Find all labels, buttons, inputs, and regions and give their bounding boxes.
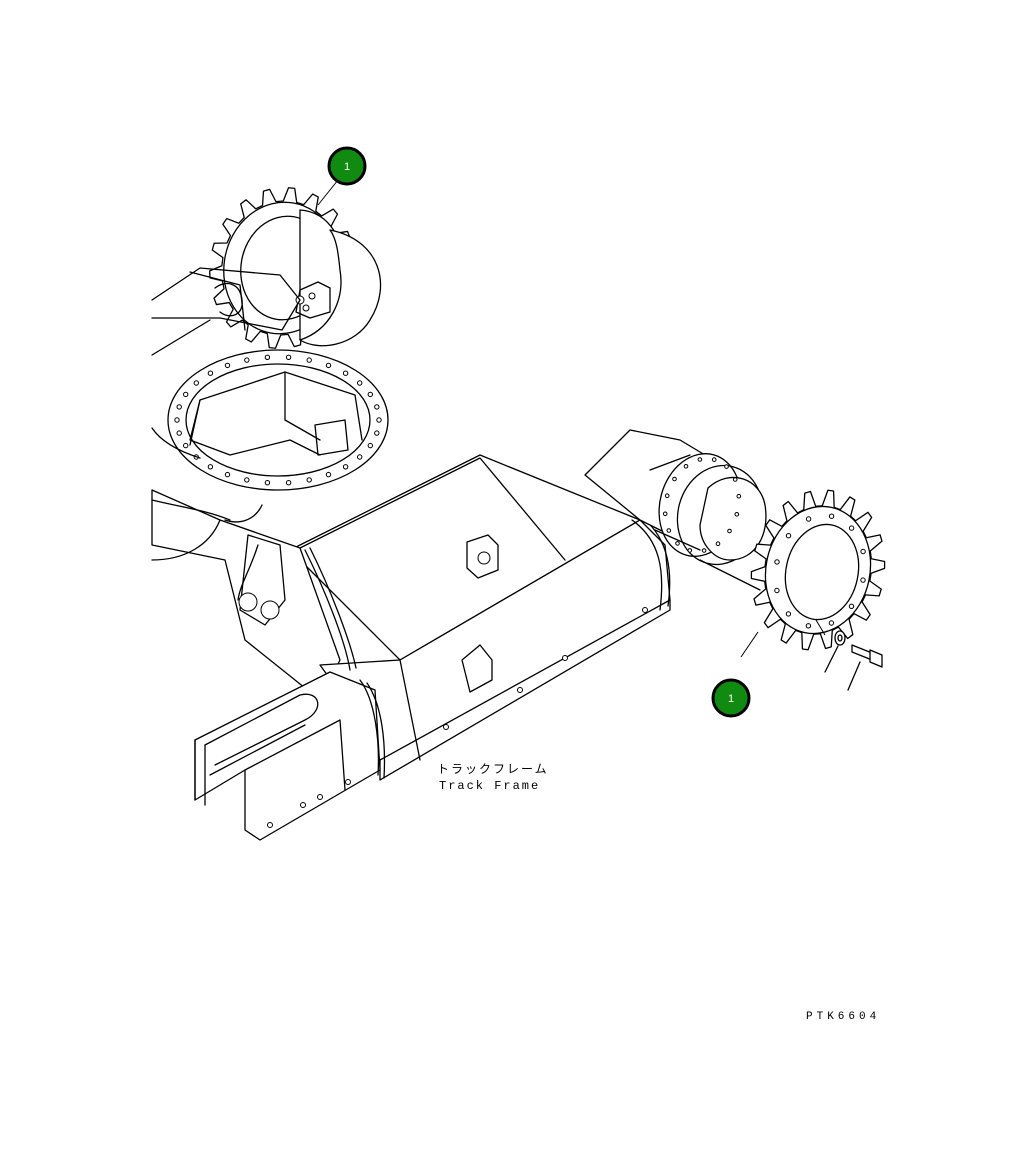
rear-bracket: [151, 267, 301, 356]
bolt-hole: [224, 362, 231, 369]
bolt-hole: [727, 528, 732, 534]
callout-number: 1: [728, 693, 734, 705]
bolt-hole: [774, 559, 780, 565]
bolt-hole: [828, 513, 835, 519]
callout-1-upper[interactable]: 1: [327, 146, 367, 186]
bolt-hole: [207, 370, 214, 376]
bolt-hole: [325, 471, 332, 478]
leader-line-upper: [317, 179, 339, 206]
bolt-hole: [306, 477, 312, 483]
bolt-hole: [325, 362, 332, 369]
bolt-hole: [687, 548, 693, 553]
bolt-hole: [848, 603, 855, 609]
bolt-hole: [734, 512, 740, 517]
bolt-hole: [357, 454, 363, 460]
bolt-hole: [805, 516, 812, 522]
bolt-hole: [207, 464, 214, 470]
bolt-hole: [183, 391, 189, 398]
bolt-hole: [176, 404, 182, 410]
leader-line-washer: [815, 619, 826, 636]
bolt-hole: [224, 471, 231, 478]
bolt-hole: [374, 404, 380, 410]
bolt-hole: [285, 480, 292, 486]
track-frame-label-jp: トラックフレーム: [437, 762, 549, 776]
bolt-hole: [264, 480, 271, 486]
bolt-hole: [376, 417, 382, 423]
bolt-hole: [848, 525, 855, 531]
bolt-hole: [701, 548, 707, 553]
bolt-hole: [672, 476, 677, 482]
bolt-hole: [860, 577, 866, 583]
front-yoke: [194, 671, 386, 841]
bolt-hole: [174, 417, 180, 423]
callout-number: 1: [344, 161, 350, 173]
bolt-hole: [342, 464, 349, 470]
bolt-hole: [664, 493, 670, 499]
bolt-hole: [828, 620, 835, 626]
leader-line-front: [740, 631, 759, 658]
bolt-hole: [193, 380, 200, 386]
bolt-hole: [774, 587, 780, 594]
bolt-hole: [367, 442, 373, 449]
bolt: [847, 644, 883, 691]
bolt-hole: [860, 548, 866, 555]
swing-circle-ring: [167, 349, 389, 491]
bolt-hole: [176, 430, 182, 436]
bolt-hole: [183, 442, 189, 449]
bolt-hole: [785, 611, 792, 617]
bolt-hole: [715, 541, 721, 547]
frame-body: [151, 427, 671, 781]
upper-sprocket: [209, 187, 382, 349]
bolt-hole: [683, 464, 689, 469]
bolt-hole: [285, 354, 292, 360]
bolt-hole: [785, 533, 792, 539]
bolt-hole: [357, 380, 363, 386]
bolt-hole: [662, 511, 668, 517]
washer: [824, 630, 846, 673]
bolt-hole: [675, 541, 680, 546]
final-drive: [584, 429, 767, 591]
bolt-hole: [367, 391, 373, 398]
bolt-hole: [724, 464, 729, 469]
bolt-hole: [711, 457, 717, 462]
bolt-hole: [244, 357, 250, 363]
bolt-hole: [805, 623, 812, 629]
bolt-hole: [697, 457, 703, 462]
front-sprocket: [750, 489, 886, 651]
bolt-hole: [374, 430, 380, 436]
bolt-hole: [342, 370, 349, 376]
bolt-hole: [264, 354, 271, 360]
drawing-code: PTK6604: [806, 1011, 880, 1023]
bolt-hole: [244, 477, 250, 483]
track-frame-label-en: Track Frame: [439, 779, 540, 793]
bolt-hole: [666, 528, 672, 533]
bolt-hole: [306, 357, 312, 363]
bolt-hole: [736, 493, 742, 499]
bolt-hole: [732, 477, 738, 482]
callout-1-lower[interactable]: 1: [711, 678, 751, 718]
